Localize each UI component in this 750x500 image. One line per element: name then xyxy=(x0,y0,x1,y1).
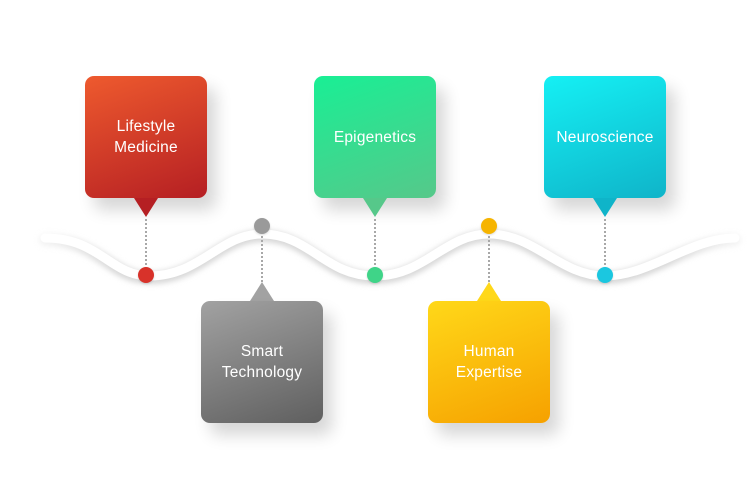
smart-technology-connector xyxy=(261,236,263,282)
human-expertise-pointer xyxy=(477,282,501,301)
smart-technology-marker xyxy=(254,218,270,234)
human-expertise-marker xyxy=(481,218,497,234)
step-label-line: Human xyxy=(463,343,515,360)
human-expertise-connector xyxy=(488,236,490,282)
lifestyle-medicine-connector xyxy=(145,219,147,269)
lifestyle-medicine-marker xyxy=(138,267,154,283)
smart-technology-card: Smart Technology xyxy=(201,301,323,423)
step-label-line: Lifestyle xyxy=(116,118,176,135)
lifestyle-medicine-pointer xyxy=(134,198,158,217)
epigenetics-connector xyxy=(374,219,376,269)
neuroscience-connector xyxy=(604,219,606,269)
epigenetics-pointer xyxy=(363,198,387,217)
epigenetics-marker xyxy=(367,267,383,283)
neuroscience-card: Neuroscience xyxy=(544,76,666,198)
epigenetics-card: Epigenetics xyxy=(314,76,436,198)
step-label-line: Epigenetics xyxy=(333,128,417,146)
step-label-line: Technology xyxy=(221,364,303,381)
lifestyle-medicine-card: Lifestyle Medicine xyxy=(85,76,207,198)
smart-technology-pointer xyxy=(250,282,274,301)
step-label-line: Medicine xyxy=(114,139,178,156)
step-label-line: Expertise xyxy=(455,364,523,381)
step-label-line: Smart xyxy=(240,343,284,360)
step-label-line: Neuroscience xyxy=(556,128,654,146)
human-expertise-card: Human Expertise xyxy=(428,301,550,423)
neuroscience-pointer xyxy=(593,198,617,217)
neuroscience-marker xyxy=(597,267,613,283)
